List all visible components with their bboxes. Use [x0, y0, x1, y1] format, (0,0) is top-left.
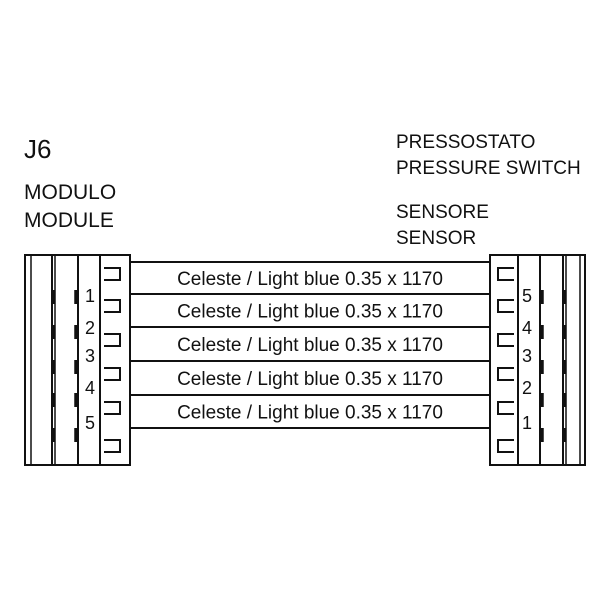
right-terminal-slot	[497, 439, 514, 453]
left-terminal-slot	[104, 439, 121, 453]
right-terminal-slot	[497, 401, 514, 415]
left-pin-number: 1	[85, 286, 95, 306]
right-terminal-slot	[497, 333, 514, 347]
left-pin-number: 4	[85, 378, 95, 398]
left-connector	[24, 254, 131, 466]
left-connector-name-en: MODULE	[24, 209, 114, 232]
right-connector	[489, 254, 586, 466]
right-pin-number: 3	[522, 346, 532, 366]
right-pin-number: 4	[522, 318, 532, 338]
right-connector-name-it: PRESSOSTATO	[396, 132, 536, 153]
left-terminal-slot	[104, 401, 121, 415]
left-pin-number: 3	[85, 346, 95, 366]
left-terminal-slot	[104, 267, 121, 281]
left-connector-name-it: MODULO	[24, 181, 117, 204]
right-pin-number: 5	[522, 286, 532, 306]
left-connector-id: J6	[24, 134, 52, 164]
left-terminal-slot	[104, 299, 121, 313]
wire-label: Celeste / Light blue 0.35 x 1170	[177, 403, 443, 424]
right-connector-part-it: SENSORE	[396, 202, 489, 223]
wire-label: Celeste / Light blue 0.35 x 1170	[177, 335, 443, 356]
right-connector-housing	[489, 254, 586, 466]
wire-label: Celeste / Light blue 0.35 x 1170	[177, 369, 443, 390]
right-pin-number: 1	[522, 413, 532, 433]
right-pin-number: 2	[522, 378, 532, 398]
left-pin-number: 2	[85, 318, 95, 338]
right-connector-part-en: SENSOR	[396, 228, 477, 249]
right-connector-name-en: PRESSURE SWITCH	[396, 158, 581, 179]
right-terminal-slot	[497, 367, 514, 381]
wire-label: Celeste / Light blue 0.35 x 1170	[177, 302, 443, 323]
right-terminal-slot	[497, 299, 514, 313]
right-terminal-slot	[497, 267, 514, 281]
wire-label: Celeste / Light blue 0.35 x 1170	[177, 269, 443, 290]
left-terminal-slot	[104, 367, 121, 381]
left-pin-number: 5	[85, 413, 95, 433]
left-terminal-slot	[104, 333, 121, 347]
